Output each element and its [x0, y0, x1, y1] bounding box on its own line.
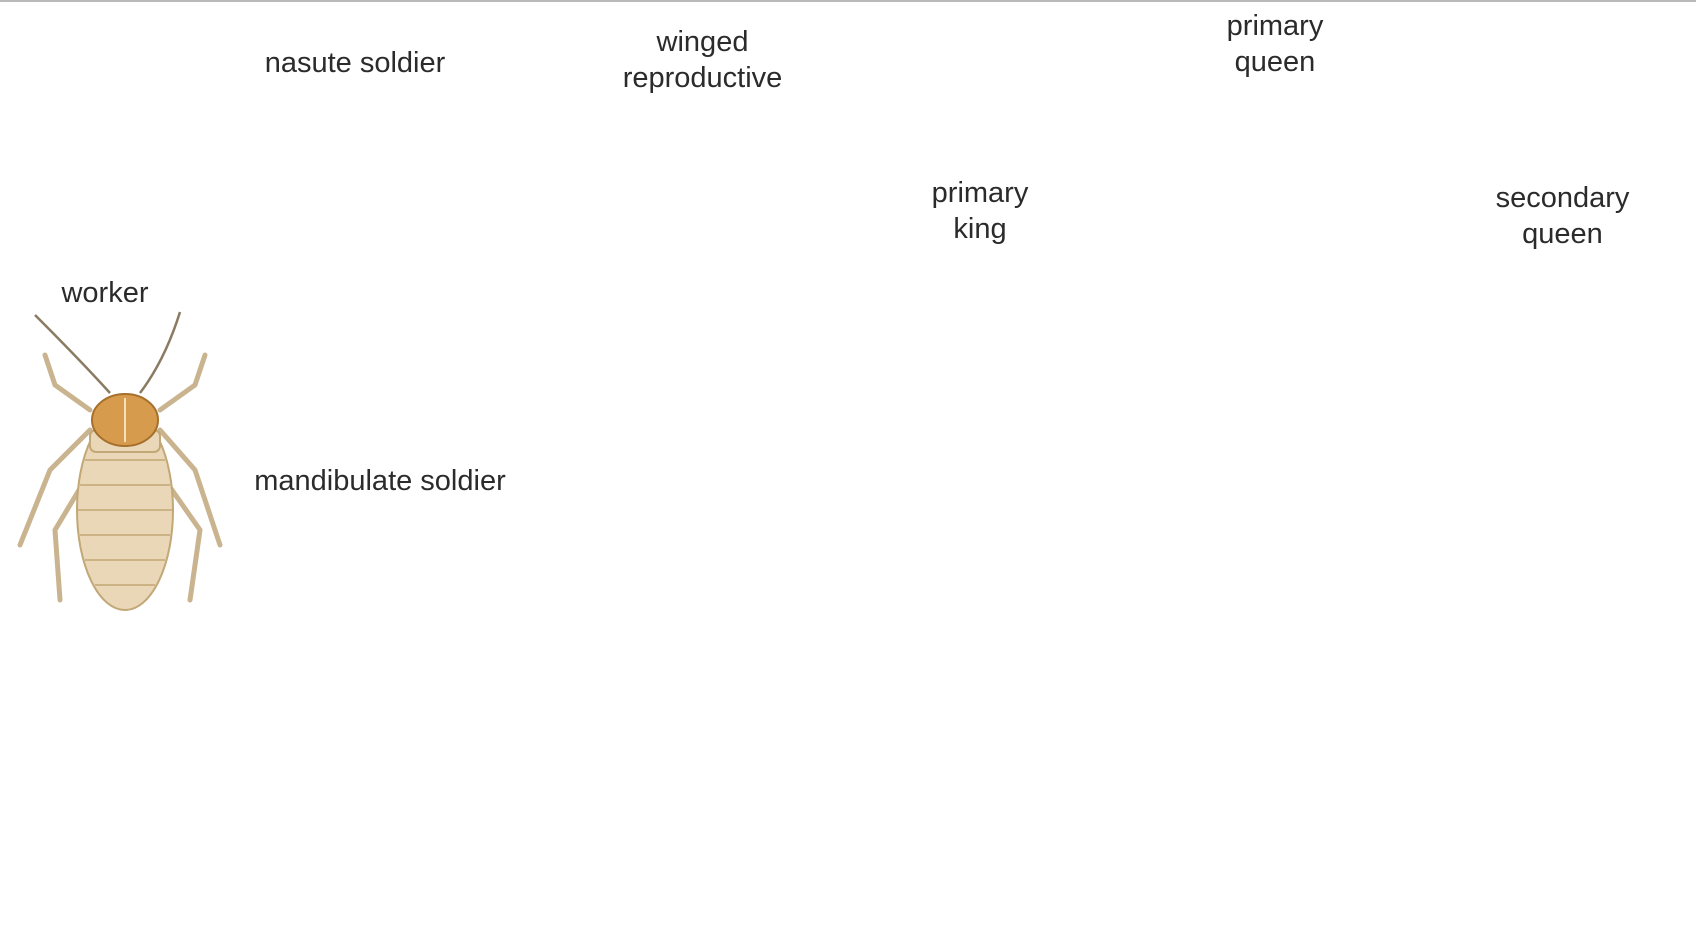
label-worker: worker — [30, 275, 180, 311]
label-primary-king-line-2: king — [900, 211, 1060, 247]
label-primary-king-line-1: primary — [900, 175, 1060, 211]
label-nasute-soldier: nasute soldier — [235, 45, 475, 81]
label-worker-line-1: worker — [30, 275, 180, 311]
label-mandibulate-soldier-line-1: mandibulate soldier — [225, 463, 535, 499]
label-winged-reproductive-line-1: winged — [595, 24, 810, 60]
worker-illustration — [20, 312, 220, 610]
label-primary-queen-line-1: primary — [1195, 8, 1355, 44]
label-nasute-soldier-line-1: nasute soldier — [235, 45, 475, 81]
label-winged-reproductive: winged reproductive — [595, 24, 810, 96]
label-primary-queen-line-2: queen — [1195, 44, 1355, 80]
label-secondary-queen-line-2: queen — [1465, 216, 1660, 252]
label-secondary-queen: secondary queen — [1465, 180, 1660, 252]
label-primary-king: primary king — [900, 175, 1060, 247]
label-primary-queen: primary queen — [1195, 8, 1355, 80]
label-secondary-queen-line-1: secondary — [1465, 180, 1660, 216]
label-mandibulate-soldier: mandibulate soldier — [225, 463, 535, 499]
label-winged-reproductive-line-2: reproductive — [595, 60, 810, 96]
